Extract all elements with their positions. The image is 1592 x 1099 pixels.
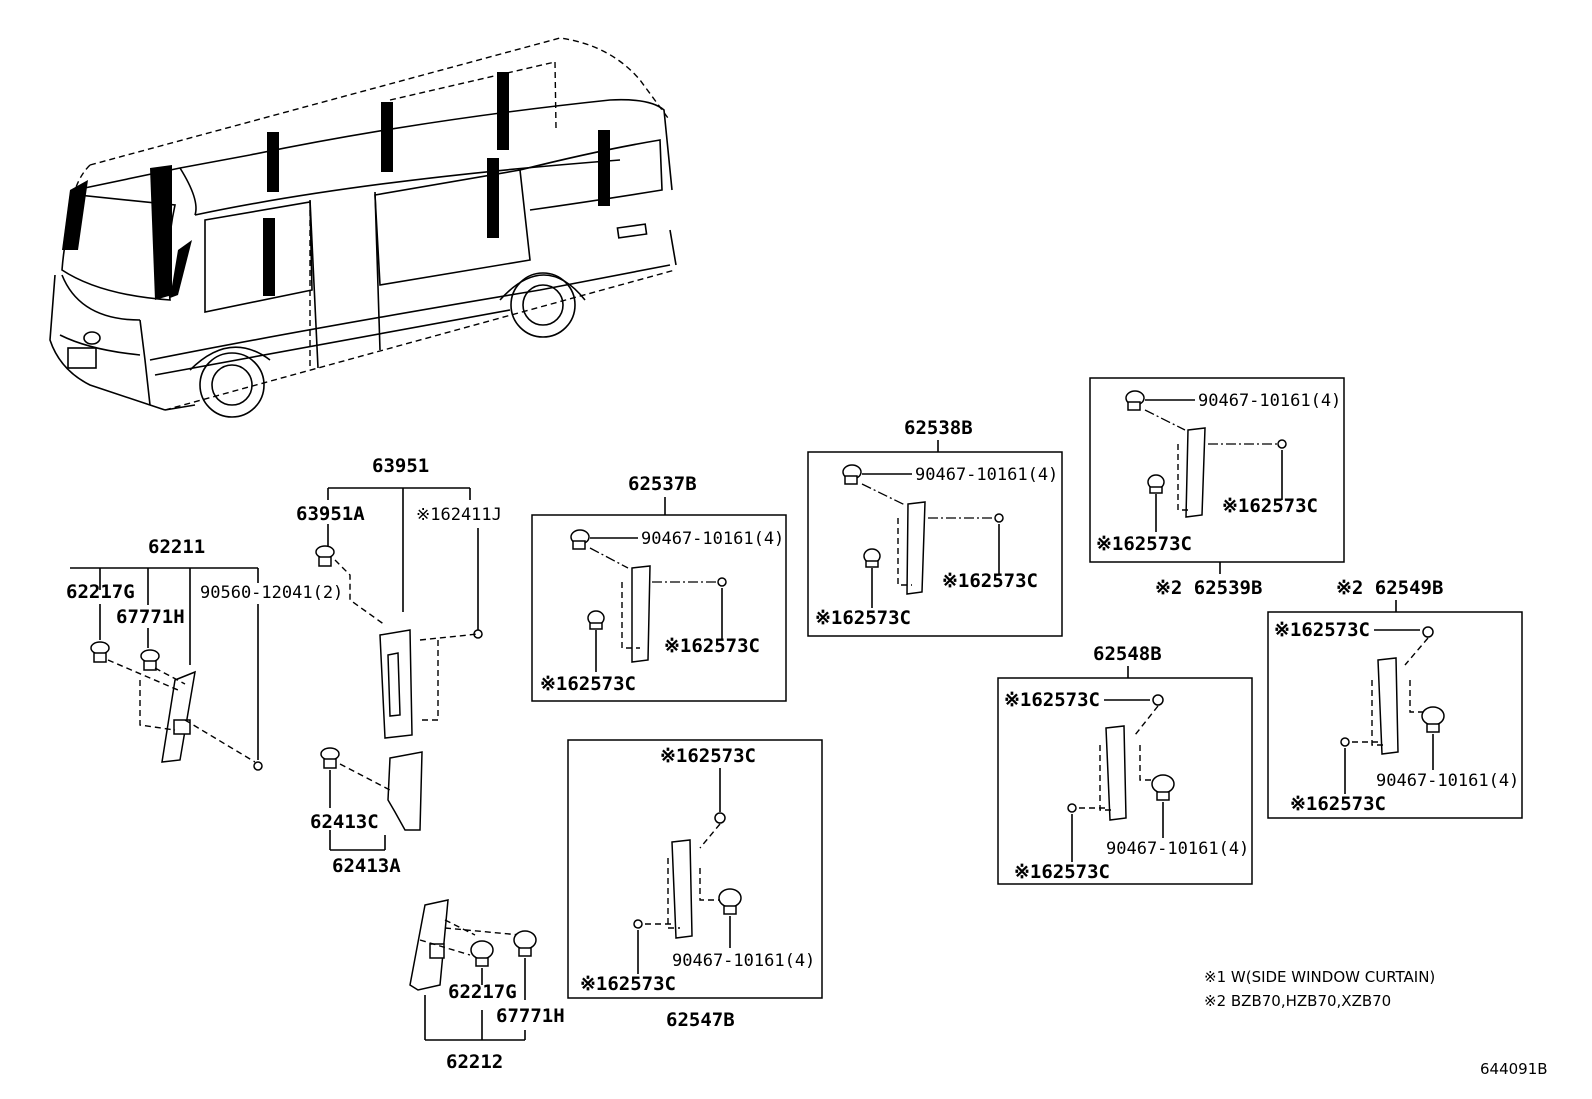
clip-icon bbox=[718, 888, 742, 915]
label-b6-clipBot: ※162573C bbox=[1290, 793, 1386, 815]
group-62537B: 62537B 90467-10161(4) ※162573C ※162573C bbox=[531, 473, 787, 702]
label-b2-bolt: 90467-10161(4) bbox=[915, 465, 1058, 485]
clip-icon bbox=[1151, 774, 1175, 801]
van-illustration bbox=[49, 37, 677, 418]
clip-icon bbox=[513, 930, 537, 957]
label-62538B: 62538B bbox=[904, 417, 973, 439]
label-b2-clipR: ※162573C bbox=[942, 570, 1038, 592]
trim-62413A bbox=[387, 751, 423, 831]
group-62211: 62211 62217G 67771H 90560-12041(2) bbox=[66, 536, 343, 771]
label-62413C: 62413C bbox=[310, 811, 379, 833]
box-62537B bbox=[531, 514, 787, 702]
label-62537B: 62537B bbox=[628, 473, 697, 495]
group-63951: 63951 63951A ※162411J 62413C 62413A bbox=[296, 455, 502, 877]
label-62217G-b: 62217G bbox=[448, 981, 517, 1003]
pillar-trim-62547B bbox=[671, 839, 693, 939]
screw-icon bbox=[714, 812, 726, 824]
screw-icon bbox=[1422, 626, 1434, 638]
label-62211: 62211 bbox=[148, 536, 205, 558]
label-62548B: 62548B bbox=[1093, 643, 1162, 665]
clip-icon bbox=[842, 464, 862, 485]
label-62539B: ※2 62539B bbox=[1155, 577, 1262, 599]
label-67771H-b: 67771H bbox=[496, 1005, 565, 1027]
label-b6-clipTop: ※162573C bbox=[1274, 619, 1370, 641]
clip-icon bbox=[570, 529, 590, 550]
label-b3-bolt: 90467-10161(4) bbox=[1198, 391, 1341, 411]
label-b4-clipBot: ※162573C bbox=[580, 973, 676, 995]
group-62538B: 62538B 90467-10161(4) ※162573C ※162573C bbox=[807, 417, 1063, 637]
screw-icon bbox=[1152, 694, 1164, 706]
label-b1-bolt: 90467-10161(4) bbox=[641, 529, 784, 549]
clip-icon bbox=[90, 641, 110, 663]
screw-icon bbox=[253, 761, 263, 771]
pillar-trim-62548B bbox=[1105, 725, 1127, 821]
label-b1-clipR: ※162573C bbox=[664, 635, 760, 657]
pillar-trim-62538B bbox=[906, 501, 926, 595]
group-62212: 62217G 67771H 62212 bbox=[409, 899, 565, 1073]
label-62411J: ※162411J bbox=[416, 505, 502, 525]
label-b5-clipBot: ※162573C bbox=[1014, 861, 1110, 883]
pillar-trim-62212 bbox=[409, 899, 449, 991]
screw-icon bbox=[1067, 803, 1077, 813]
group-62547B: ※162573C 90467-10161(4) ※162573C 62547B bbox=[567, 739, 823, 1031]
label-b3-clipR: ※162573C bbox=[1222, 495, 1318, 517]
label-b2-clipL: ※162573C bbox=[815, 607, 911, 629]
label-b4-bolt: 90467-10161(4) bbox=[672, 951, 815, 971]
box-62539B bbox=[1089, 377, 1345, 563]
note-2: ※2 BZB70,HZB70,XZB70 bbox=[1204, 992, 1391, 1010]
label-63951: 63951 bbox=[372, 455, 429, 477]
screw-icon bbox=[1340, 737, 1350, 747]
label-62413A: 62413A bbox=[332, 855, 401, 877]
screw-icon bbox=[717, 577, 727, 587]
box-62547B bbox=[567, 739, 823, 999]
diagram-id: 644091B bbox=[1480, 1060, 1548, 1078]
label-62217G-a: 62217G bbox=[66, 581, 135, 603]
pillar-trim-62211 bbox=[161, 670, 196, 763]
clip-icon bbox=[1125, 390, 1145, 411]
group-62549B: ※2 62549B ※162573C 90467-10161(4) ※16257… bbox=[1267, 577, 1523, 819]
clip-icon bbox=[470, 940, 494, 967]
label-b5-clipTop: ※162573C bbox=[1004, 689, 1100, 711]
clip-icon bbox=[587, 610, 605, 630]
screw-icon bbox=[994, 513, 1004, 523]
note-1: ※1 W(SIDE WINDOW CURTAIN) bbox=[1204, 968, 1435, 986]
label-b5-bolt: 90467-10161(4) bbox=[1106, 839, 1249, 859]
label-62547B: 62547B bbox=[666, 1009, 735, 1031]
screw-icon bbox=[633, 919, 643, 929]
group-62539B: 90467-10161(4) ※162573C ※162573C ※2 6253… bbox=[1089, 377, 1345, 599]
box-62538B bbox=[807, 451, 1063, 637]
pillar-trim-62539B bbox=[1185, 427, 1206, 518]
label-62549B: ※2 62549B bbox=[1336, 577, 1443, 599]
label-b6-bolt: 90467-10161(4) bbox=[1376, 771, 1519, 791]
label-62212: 62212 bbox=[446, 1051, 503, 1073]
label-90560: 90560-12041(2) bbox=[200, 583, 343, 603]
label-b4-clipTop: ※162573C bbox=[660, 745, 756, 767]
clip-icon bbox=[863, 548, 881, 568]
label-63951A: 63951A bbox=[296, 503, 365, 525]
pillar-trim-62549B bbox=[1377, 657, 1399, 755]
pillar-trim-62537B bbox=[631, 565, 651, 663]
label-67771H-a: 67771H bbox=[116, 606, 185, 628]
clip-icon bbox=[1421, 706, 1445, 733]
screw-icon bbox=[1277, 439, 1287, 449]
clip-icon bbox=[315, 545, 335, 567]
label-b3-clipL: ※162573C bbox=[1096, 533, 1192, 555]
clip-icon bbox=[140, 649, 160, 671]
box-62549B bbox=[1267, 611, 1523, 819]
label-b1-clipL: ※162573C bbox=[540, 673, 636, 695]
clip-icon bbox=[1147, 474, 1165, 494]
clip-icon bbox=[320, 747, 340, 769]
box-62548B bbox=[997, 677, 1253, 885]
group-62548B: 62548B ※162573C 90467-10161(4) ※162573C bbox=[997, 643, 1253, 885]
